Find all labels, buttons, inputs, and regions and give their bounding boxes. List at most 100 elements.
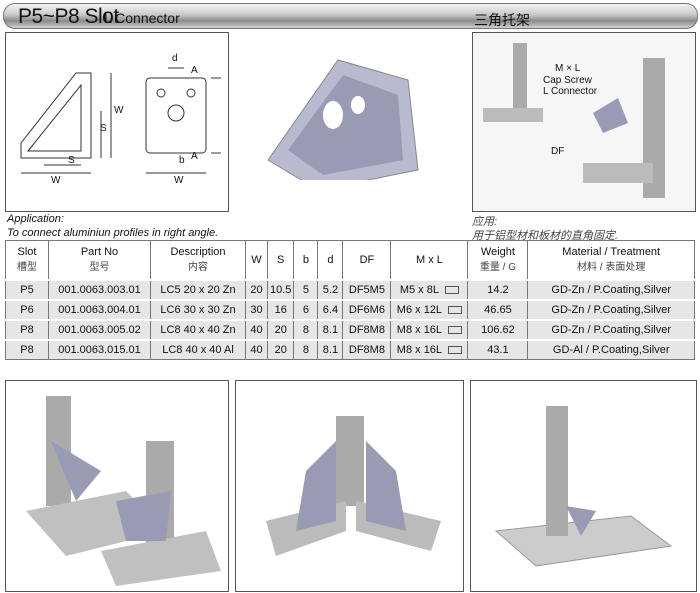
title-bar: P5~P8 Slot L Connector 三角托架 <box>3 3 698 29</box>
table-cell: 5 <box>293 279 319 301</box>
column-header: W <box>245 240 268 281</box>
cell-value: DF8M8 <box>348 324 385 336</box>
table-cell: P6 <box>5 299 49 321</box>
l-connector-image <box>267 59 419 180</box>
cell-value: P8 <box>20 324 34 336</box>
cell-value: P8 <box>20 344 34 356</box>
photo-1 <box>26 396 221 586</box>
cell-value: 6 <box>302 304 309 316</box>
cell-value: 8.1 <box>322 344 339 356</box>
technical-drawing: d A W S S W b A W <box>5 32 229 212</box>
header-en: d <box>327 253 334 266</box>
cell-value: 10.5 <box>270 284 292 296</box>
column-header: DF <box>342 240 392 281</box>
header-en: W <box>251 253 262 266</box>
dim-w-bottom: W <box>51 175 61 186</box>
photo-base-plate <box>470 380 697 592</box>
table-cell: LC6 30 x 30 Zn <box>150 299 246 321</box>
table-cell: 14.2 <box>467 279 529 301</box>
table-cell: 8.1 <box>317 319 344 341</box>
photo-2 <box>266 416 441 556</box>
header-en: b <box>302 253 309 266</box>
cell-value: M6 x 12L <box>396 304 443 316</box>
cell-value: 8.1 <box>322 324 339 336</box>
dim-a-bottom: A <box>191 151 198 162</box>
cell-value: 001.0063.004.01 <box>58 304 141 316</box>
column-header: S <box>266 240 295 281</box>
table-cell: LC8 40 x 40 Al <box>150 339 246 360</box>
label-cap-screw: Cap Screw <box>543 75 592 86</box>
table-cell: 8 <box>293 319 319 341</box>
page-title: P5~P8 Slot <box>18 5 119 28</box>
header-en: Description <box>170 246 226 258</box>
assembly-drawing <box>483 43 665 198</box>
cell-value: 001.0063.003.01 <box>58 284 141 296</box>
cell-value: GD-Zn / P.Coating,Silver <box>551 284 672 296</box>
screw-icon <box>448 306 463 315</box>
table-cell: 5.2 <box>317 279 344 301</box>
cell-value: GD-Al / P.Coating,Silver <box>552 344 670 356</box>
table-cell: 6 <box>293 299 319 321</box>
cell-value: 20 <box>274 344 287 356</box>
photo-three-way-connector <box>235 380 464 592</box>
table-cell: GD-Al / P.Coating,Silver <box>527 339 695 360</box>
dim-b: b <box>179 155 185 166</box>
column-header: Description 内容 <box>150 240 246 281</box>
cell-value: 46.65 <box>484 304 512 316</box>
table-cell: LC8 40 x 40 Zn <box>150 319 246 341</box>
screw-icon <box>448 346 463 355</box>
cell-value: LC5 20 x 20 Zn <box>160 284 236 296</box>
header-cn: 型号 <box>89 262 110 273</box>
header-cn: 槽型 <box>17 262 37 273</box>
cell-value: M5 x 8L <box>399 284 439 296</box>
header-cn: 内容 <box>188 262 208 273</box>
table-cell: P5 <box>5 279 49 301</box>
table-cell: 106.62 <box>467 319 529 341</box>
cell-value: 30 <box>250 304 263 316</box>
table-cell: P8 <box>5 319 49 341</box>
table-cell: 8.1 <box>317 339 344 360</box>
table-cell: M5 x 8L <box>390 279 469 301</box>
application-label-cn: 应用: <box>472 216 498 228</box>
cell-value: P6 <box>20 304 34 316</box>
table-cell: 001.0063.015.01 <box>48 339 151 360</box>
assembly-image: M × L Cap Screw L Connector DF <box>472 32 696 212</box>
page-title-cn: 三角托架 <box>474 12 530 28</box>
header-en: M x L <box>415 253 443 266</box>
dim-w-side: W <box>114 105 124 116</box>
table-cell: M8 x 16L <box>390 339 469 360</box>
cell-value: M8 x 16L <box>396 344 443 356</box>
cell-value: 8 <box>302 324 309 336</box>
application-text-cn: 用于铝型材和板材的直角固定. <box>472 230 619 242</box>
table-cell: 30 <box>245 299 268 321</box>
table-cell: 10.5 <box>266 279 295 301</box>
table-cell: 16 <box>266 299 295 321</box>
screw-icon <box>444 286 459 295</box>
header-cn: 材料 / 表面处理 <box>577 262 646 273</box>
cell-value: P5 <box>20 284 34 296</box>
dim-w-right: W <box>174 175 184 186</box>
table-cell: GD-Zn / P.Coating,Silver <box>527 279 695 301</box>
table-cell: 43.1 <box>467 339 529 360</box>
cell-value: 16 <box>274 304 287 316</box>
table-cell: DF8M8 <box>342 339 392 360</box>
cell-value: M8 x 16L <box>396 324 443 336</box>
header-en: Slot <box>17 246 37 258</box>
column-header: d <box>317 240 344 281</box>
column-header: Slot 槽型 <box>5 240 49 281</box>
cell-value: 001.0063.005.02 <box>58 324 141 336</box>
header-en: DF <box>359 253 375 266</box>
cell-value: 5.2 <box>322 284 339 296</box>
cell-value: 106.62 <box>481 324 515 336</box>
cell-value: 14.2 <box>487 284 509 296</box>
dim-a-top: A <box>191 65 198 76</box>
header-cn: 重量 / G <box>479 262 516 273</box>
cell-value: DF5M5 <box>348 284 385 296</box>
